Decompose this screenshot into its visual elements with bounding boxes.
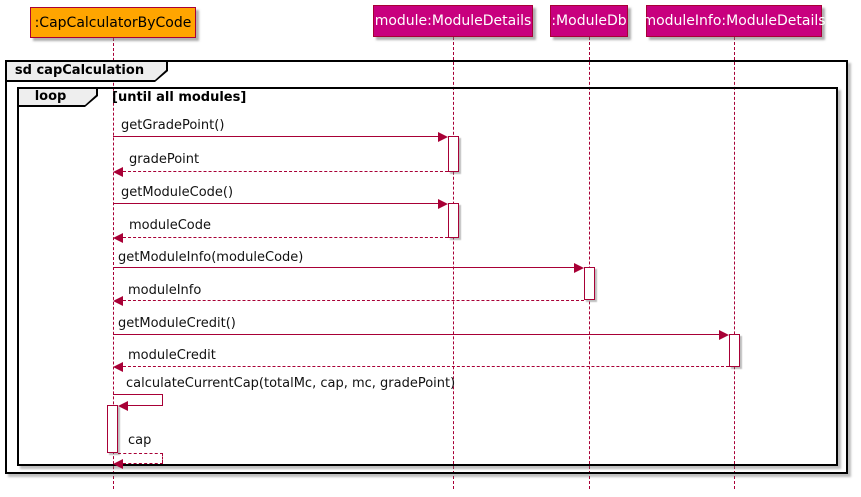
lifeline-module-moduledetails <box>453 37 454 489</box>
message-line <box>113 136 440 137</box>
loop-frame-tab: loop <box>17 87 98 107</box>
arrowhead-left-icon <box>113 167 123 177</box>
message-line <box>113 334 721 335</box>
message-line <box>113 267 576 268</box>
message-label: cap <box>128 433 152 448</box>
participant-module-moduledetails: module:ModuleDetails <box>373 5 533 37</box>
arrowhead-left-icon <box>113 459 123 469</box>
activation-module-getmodulecode <box>448 203 459 238</box>
arrowhead-right-icon <box>438 199 448 209</box>
activation-module-getgradepoint <box>448 136 459 172</box>
participant-name: :ModuleDb <box>551 13 627 29</box>
message-label: moduleInfo <box>128 283 202 298</box>
message-line <box>113 203 440 204</box>
arrowhead-right-icon <box>438 132 448 142</box>
lifeline-moduleinfo-moduledetails <box>734 37 735 489</box>
participant-name: module:ModuleDetails <box>374 13 532 29</box>
message-label: moduleCode <box>129 218 211 233</box>
message-label: calculateCurrentCap(totalMc, cap, mc, gr… <box>126 376 456 391</box>
arrowhead-left-icon <box>113 233 123 243</box>
participant-moduledb: :ModuleDb <box>550 5 628 37</box>
lifeline-moduledb <box>589 37 590 489</box>
participant-name: moduleInfo:ModuleDetails <box>642 13 826 29</box>
self-return-top-line <box>118 453 163 454</box>
message-label: gradePoint <box>129 152 200 167</box>
self-message-side-line <box>162 394 163 405</box>
message-line <box>123 237 448 238</box>
activation-self-calculatecurrentcap <box>107 405 118 453</box>
loop-operator-label: loop <box>34 89 67 104</box>
sd-frame <box>5 60 848 474</box>
activation-moduledb-getmoduleinfo <box>584 267 595 300</box>
sd-frame-title: sd capCalculation <box>14 63 145 78</box>
self-return-bottom-line <box>123 463 163 464</box>
arrowhead-left-icon <box>113 296 123 306</box>
message-line <box>123 171 448 172</box>
message-label: getGradePoint() <box>121 118 225 133</box>
message-label: getModuleCredit() <box>118 316 236 331</box>
arrowhead-left-icon <box>113 362 123 372</box>
activation-moduleinfo-getmodulecredit <box>729 334 740 367</box>
message-line <box>123 366 729 367</box>
self-message-bottom-line <box>128 405 163 406</box>
message-label: moduleCredit <box>128 348 216 363</box>
loop-frame <box>17 87 838 466</box>
arrowhead-left-icon <box>118 401 128 411</box>
arrowhead-right-icon <box>719 330 729 340</box>
message-label: getModuleCode() <box>121 185 234 200</box>
message-line <box>123 300 584 301</box>
message-label: getModuleInfo(moduleCode) <box>118 250 304 265</box>
loop-frame-tab-fill <box>19 89 96 105</box>
sd-frame-tab-fill <box>7 62 166 80</box>
lifeline-capcalculatorbycode <box>113 38 114 489</box>
loop-guard-label: [until all modules] <box>112 90 247 105</box>
sd-frame-tab: sd capCalculation <box>5 60 168 82</box>
participant-capcalculatorbycode: :CapCalculatorByCode <box>30 7 196 38</box>
self-return-side-line <box>162 453 163 463</box>
participant-name: :CapCalculatorByCode <box>34 14 192 31</box>
arrowhead-right-icon <box>574 263 584 273</box>
self-message-top-line <box>113 394 163 395</box>
participant-moduleinfo-moduledetails: moduleInfo:ModuleDetails <box>642 5 826 37</box>
